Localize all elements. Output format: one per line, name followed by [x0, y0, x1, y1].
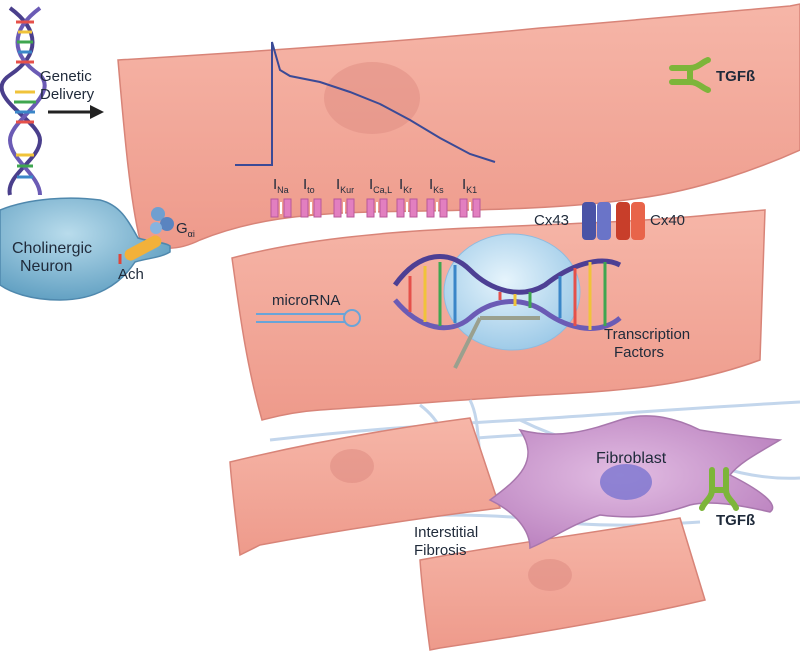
dna-transcription-icon [392, 254, 622, 369]
action-potential-trace [235, 41, 496, 166]
ion-channel-label: INa [273, 176, 289, 195]
tgf-receptor-top-icon [669, 57, 711, 93]
dna-helix-icon [0, 6, 47, 196]
g-protein-label: Gαi [176, 220, 195, 239]
cardiomyocyte-lower-left [229, 417, 502, 557]
interstitial-fibrosis-label-line1: Interstitial [414, 524, 479, 541]
ion-channel-label: IK1 [462, 176, 478, 195]
ion-channel-row [270, 198, 481, 218]
tgf-top-label: TGFß [716, 68, 756, 85]
ion-channel-label: IKur [336, 176, 355, 195]
ach-label: Ach [118, 266, 144, 283]
cardiomyocyte-lower-left-nucleus [330, 449, 374, 483]
transcription-factors-label-line1: Transcription [604, 326, 691, 343]
cardiomyocyte-top-nucleus [324, 62, 420, 134]
g-protein-icon [150, 207, 174, 234]
ion-channel-label: IKs [429, 176, 444, 195]
ion-channel-label: IKr [399, 176, 413, 195]
ion-channel-to-icon [300, 198, 322, 218]
genetic-delivery-label-line2: Delivery [40, 86, 95, 103]
ion-channel-label: Ito [303, 176, 315, 195]
ion-channel-na-icon [270, 198, 292, 218]
ion-channel-ks-icon [426, 198, 448, 218]
microrna-icon [256, 309, 361, 327]
fibroblast-nucleus [600, 464, 652, 500]
cx43-label: Cx43 [534, 212, 570, 229]
cholinergic-neuron-cell [0, 197, 171, 301]
transcription-factors-label-line2: Factors [614, 344, 665, 361]
cholinergic-neuron-label-line1: Cholinergic [12, 240, 93, 257]
microrna-label: microRNA [272, 292, 341, 309]
cx43-connexin-icon [582, 202, 611, 240]
ion-channel-label: ICa,L [369, 176, 393, 195]
fibroblast-label: Fibroblast [596, 450, 667, 467]
tgf-bottom-label: TGFß [716, 512, 756, 529]
ion-channel-kr-icon [396, 198, 418, 218]
genetic-delivery-label-line1: Genetic [40, 68, 92, 85]
cx40-label: Cx40 [650, 212, 686, 229]
tgf-receptor-bottom-icon [699, 467, 739, 511]
cx40-connexin-icon [616, 202, 645, 240]
cardiomyocyte-top [117, 3, 800, 249]
cholinergic-neuron-label-line2: Neuron [20, 258, 73, 275]
ion-channel-cal-icon [366, 198, 388, 218]
ach-release-icon [118, 235, 162, 264]
ion-channel-kur-icon [333, 198, 355, 218]
ion-channel-k1-icon [459, 198, 481, 218]
delivery-arrow [48, 105, 104, 119]
cardiomyocyte-bottom-nucleus [528, 559, 572, 591]
interstitial-fibrosis-label-line2: Fibrosis [414, 542, 467, 559]
